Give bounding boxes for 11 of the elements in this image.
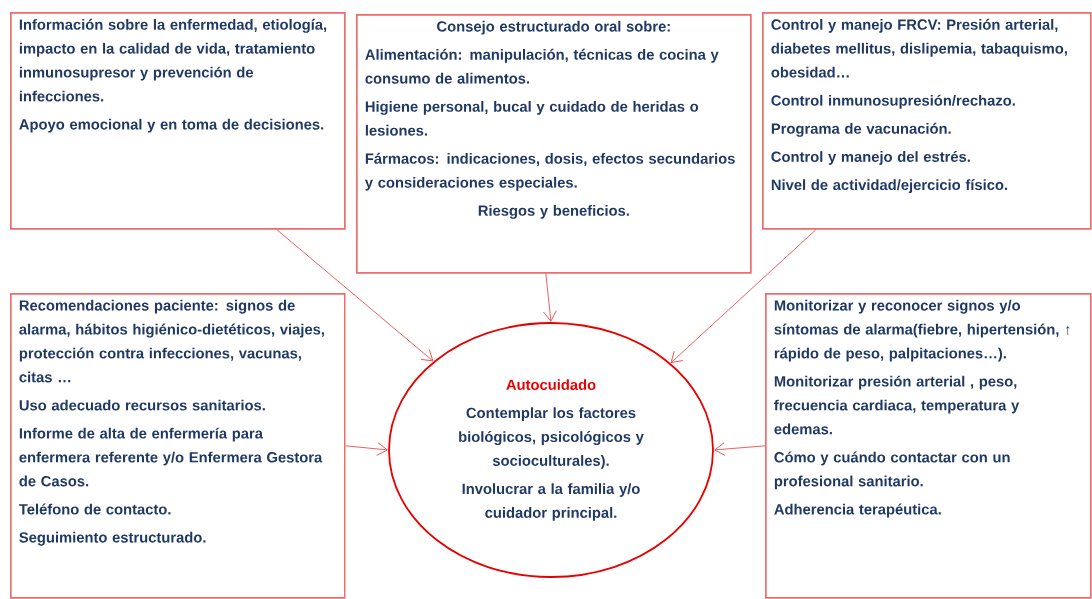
text-box: Control y manejo FRCV: Presión arterial, diabetes mellitus, dislipemia, tabaquismo, obesidad… Control inmunosupresión/rechazo. Programa de vacunación. Control y manejo del estrés. Nivel de actividad/ejercicio físico.	[762, 12, 1092, 230]
text-box: Recomendaciones paciente: signos de alarma, hábitos higiénico-dietéticos, viajes, protección contra infecciones, vacunas, citas … Uso adecuado recursos sanitarios. Informe de alta de enfermería para enfermera referente y/o Enfermera Gestora de Casos. Teléfono de contacto. Seguimiento estructurado.	[10, 293, 346, 599]
ellipse-node: Autocuidado Contemplar los factores biológicos, psicológicos y socioculturales). Involucrar a la familia y/o cuidador principal.	[388, 322, 714, 578]
text-box: Información sobre la enfermedad, etiología, impacto en la calidad de vida, tratamiento inmunosupresor y prevención de infecciones. Apoyo emocional y en toma de decisiones.	[10, 12, 346, 230]
arrow	[670, 229, 817, 364]
text-box: Consejo estructurado oral sobre: Alimentación: manipulación, técnicas de cocina y consumo de alimentos. Higiene personal, bucal y cuidado de heridas o lesiones. Fármacos: indicaciones, dosis, efectos secundarios y consideraciones especiales. Riesgos y beneficios.	[356, 14, 752, 274]
text-box: Monitorizar y reconocer signos y/o síntomas de alarma(fiebre, hipertensión, ↑ rápido de peso, palpitaciones…). Monitorizar presión arterial , peso, frecuencia cardiaca, temperatura y edemas. Cómo y cuándo contactar con un profesional sanitario. Adherencia terapéutica.	[765, 293, 1092, 599]
arrow	[543, 273, 557, 322]
arrow	[345, 442, 388, 456]
arrow	[276, 229, 434, 362]
arrow	[714, 442, 766, 456]
